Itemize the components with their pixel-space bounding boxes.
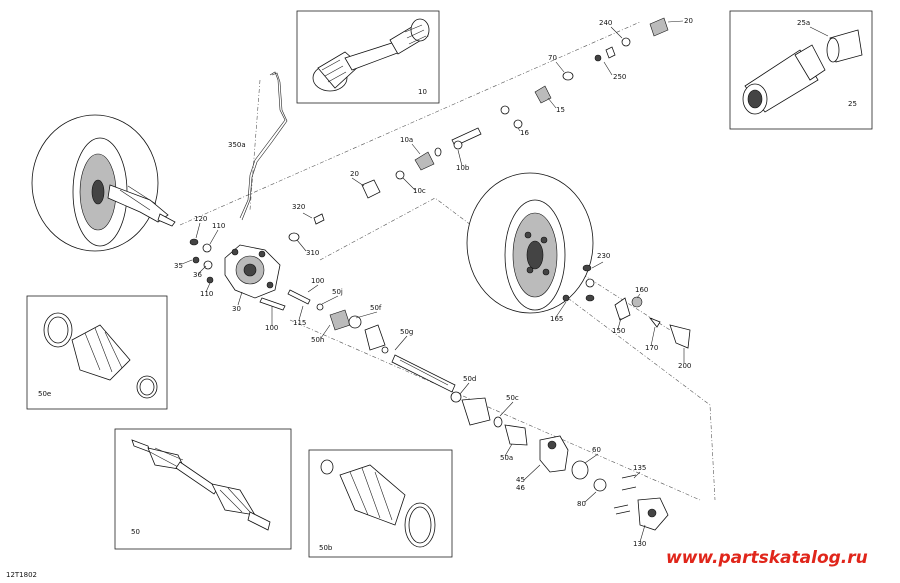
callout-label-80: 80 (577, 500, 586, 508)
differential-housing (224, 244, 281, 299)
callout-label-110: 110 (212, 222, 225, 230)
callout-label-50c: 50c (506, 394, 519, 402)
callout-label-70: 70 (548, 54, 557, 62)
callout-label-50h: 50h (311, 336, 324, 344)
callout-label-250: 250 (613, 73, 626, 81)
callout-label-45: 45 (516, 476, 525, 484)
callout-label-120: 120 (194, 215, 207, 223)
boot-part-50b (320, 459, 436, 548)
callout-label-50a: 50a (500, 454, 513, 462)
callout-label-50b: 50b (319, 544, 333, 552)
callout-label-350a: 350a (228, 141, 246, 149)
callout-label-150: 150 (612, 327, 625, 335)
callout-label-15: 15 (556, 106, 565, 114)
callout-label-230: 230 (597, 252, 610, 260)
callout-label-25: 25 (848, 100, 857, 108)
right-hardware (562, 264, 691, 349)
driveshaft-part-50 (131, 439, 271, 531)
callout-label-50d: 50d (463, 375, 476, 383)
callout-label-46: 46 (516, 484, 525, 492)
callout-label-10: 10 (418, 88, 427, 96)
callout-label-60: 60 (592, 446, 601, 454)
callout-labels: 240 20 25a 25 10 70 250 15 16 10a 10b 35… (38, 17, 857, 552)
callout-label-36: 36 (193, 271, 202, 279)
sleeve-part-25a (826, 29, 863, 63)
inset-box-50 (114, 428, 292, 550)
callout-label-50: 50 (131, 528, 140, 536)
right-wheel (466, 172, 594, 314)
callout-label-135: 135 (633, 464, 646, 472)
shaft-part-10 (312, 18, 430, 92)
callout-label-310: 310 (306, 249, 319, 257)
callout-label-320: 320 (292, 203, 305, 211)
diagram-ref-code: 12T1802 (6, 571, 37, 579)
callout-label-240: 240 (599, 19, 612, 27)
callout-label-200: 200 (678, 362, 691, 370)
callout-label-160: 160 (635, 286, 648, 294)
callout-label-10b: 10b (456, 164, 470, 172)
callout-label-20: 20 (684, 17, 693, 25)
inset-box-10 (296, 10, 440, 104)
upper-shaft-parts (361, 17, 669, 199)
watermark-text: www.partskatalog.ru (666, 548, 868, 568)
callout-label-170: 170 (645, 344, 658, 352)
callout-label-20b: 20 (350, 170, 359, 178)
callout-label-110b: 110 (200, 290, 213, 298)
callout-leaders (181, 20, 829, 543)
inset-box-50e (26, 295, 168, 410)
callout-label-16: 16 (520, 129, 529, 137)
callout-label-10c: 10c (413, 187, 426, 195)
knuckle-hub (539, 435, 669, 531)
inset-box-50b (308, 449, 453, 558)
bushing-part-25 (742, 44, 826, 115)
hardware-small (189, 213, 325, 311)
brake-line-350a (239, 71, 288, 221)
callout-label-165: 165 (550, 315, 563, 323)
callout-label-100b: 100 (265, 324, 278, 332)
callout-label-10a: 10a (400, 136, 413, 144)
left-wheel (31, 114, 176, 252)
boot-part-50e (43, 312, 158, 399)
callout-label-50g: 50g (400, 328, 413, 336)
callout-label-35: 35 (174, 262, 183, 270)
callout-label-50j: 50j (332, 288, 343, 296)
callout-label-50e: 50e (38, 390, 51, 398)
callout-label-50f: 50f (370, 304, 382, 312)
callout-label-25a: 25a (797, 19, 810, 27)
callout-label-100: 100 (311, 277, 324, 285)
callout-label-130: 130 (633, 540, 646, 548)
inset-box-25 (729, 10, 873, 130)
callout-label-115: 115 (293, 319, 306, 327)
drive-shaft-assembly (316, 303, 528, 446)
callout-label-30: 30 (232, 305, 241, 313)
